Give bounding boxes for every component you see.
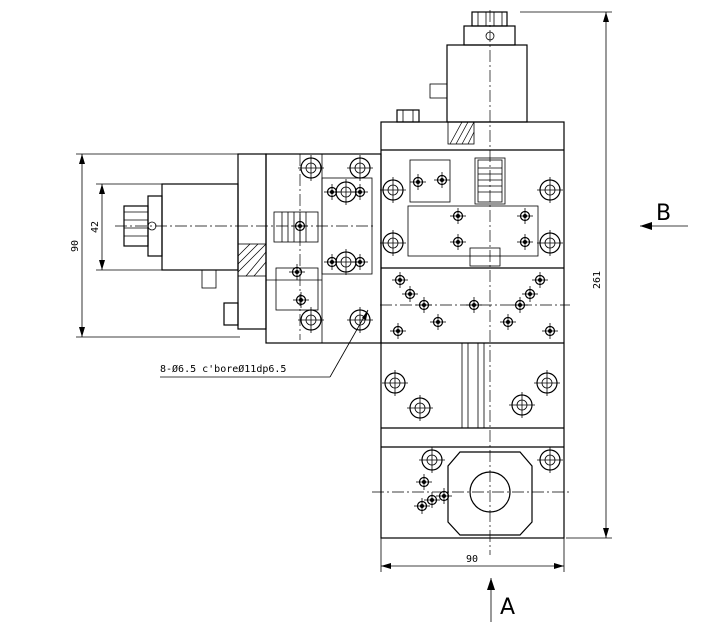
dimension-flange-42 xyxy=(96,183,162,271)
dim-261-label: 261 xyxy=(592,271,603,289)
hatched-section-top xyxy=(447,121,475,145)
hatched-section-left xyxy=(237,243,267,277)
dimension-height-261 xyxy=(520,11,612,539)
leader-line xyxy=(160,309,369,378)
dimension-width-90 xyxy=(380,538,565,572)
dimension-motor-90 xyxy=(76,153,240,338)
top-motor xyxy=(396,11,528,123)
view-a-label: A xyxy=(500,595,515,620)
view-b-arrow xyxy=(640,222,688,230)
main-plate-assembly xyxy=(380,121,565,539)
view-a-arrow xyxy=(487,578,495,622)
hole-callout-note: 8-Ø6.5 c'boreØ11dp6.5 xyxy=(160,363,286,375)
dim-42-label: 42 xyxy=(90,221,101,233)
holes xyxy=(289,155,563,514)
dim-90-left-label: 90 xyxy=(70,240,81,252)
left-motor xyxy=(123,183,239,326)
center-lines xyxy=(115,10,570,555)
dim-90-bottom-label: 90 xyxy=(466,554,478,565)
view-b-label: B xyxy=(656,201,671,226)
